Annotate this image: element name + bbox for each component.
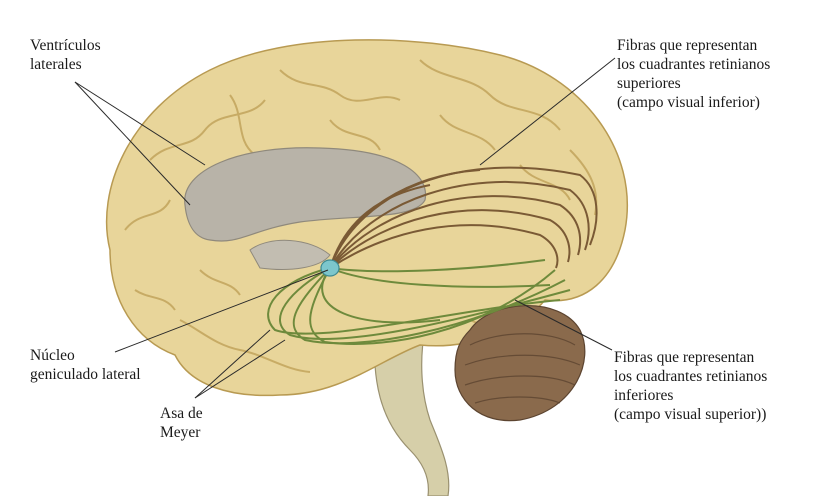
- inferior-optic-fibers-meyer-loop: [267, 259, 571, 345]
- label-line: Asa de: [160, 405, 203, 422]
- leader-ventricles-b: [74, 81, 191, 206]
- leader-lines: [74, 57, 616, 399]
- leader-inferior-fibers: [514, 299, 613, 351]
- label-line: (campo visual superior)): [614, 406, 767, 423]
- superior-optic-fibers: [329, 166, 598, 269]
- lateral-ventricle: [184, 147, 427, 242]
- label-line: inferiores: [614, 387, 674, 404]
- spinal-cord: [373, 329, 450, 496]
- label-line: geniculado lateral: [30, 366, 141, 383]
- leader-superior-fibers: [479, 57, 616, 166]
- label-line: Núcleo: [30, 347, 75, 364]
- label-line: Fibras que representan: [614, 349, 755, 366]
- label-line: Meyer: [160, 424, 201, 441]
- label-line: los cuadrantes retinianos: [617, 56, 771, 73]
- cerebral-cortex: [105, 39, 629, 397]
- label-lateral-ventricles: Ventrículos laterales: [30, 36, 101, 74]
- label-meyer-loop: Asa de Meyer: [160, 404, 203, 442]
- label-line: los cuadrantes retinianos: [614, 368, 768, 385]
- cortical-gyri: [124, 59, 598, 373]
- label-line: Ventrículos: [30, 37, 101, 54]
- lateral-geniculate-nucleus: [320, 259, 340, 277]
- label-inferior-fibers: Fibras que representan los cuadrantes re…: [614, 348, 767, 424]
- leader-ventricles-a: [74, 81, 206, 166]
- label-lateral-geniculate-nucleus: Núcleo geniculado lateral: [30, 346, 141, 384]
- leader-meyer-b: [194, 339, 286, 399]
- cerebellar-folia: [464, 333, 581, 404]
- leader-lgn: [114, 269, 329, 353]
- ventricle-horn: [249, 239, 331, 270]
- label-superior-fibers: Fibras que representan los cuadrantes re…: [617, 36, 770, 112]
- leader-meyer-a: [194, 329, 271, 399]
- label-line: superiores: [617, 75, 681, 92]
- label-line: (campo visual inferior): [617, 94, 760, 111]
- cerebellum: [454, 305, 586, 422]
- label-line: laterales: [30, 56, 82, 73]
- label-line: Fibras que representan: [617, 37, 758, 54]
